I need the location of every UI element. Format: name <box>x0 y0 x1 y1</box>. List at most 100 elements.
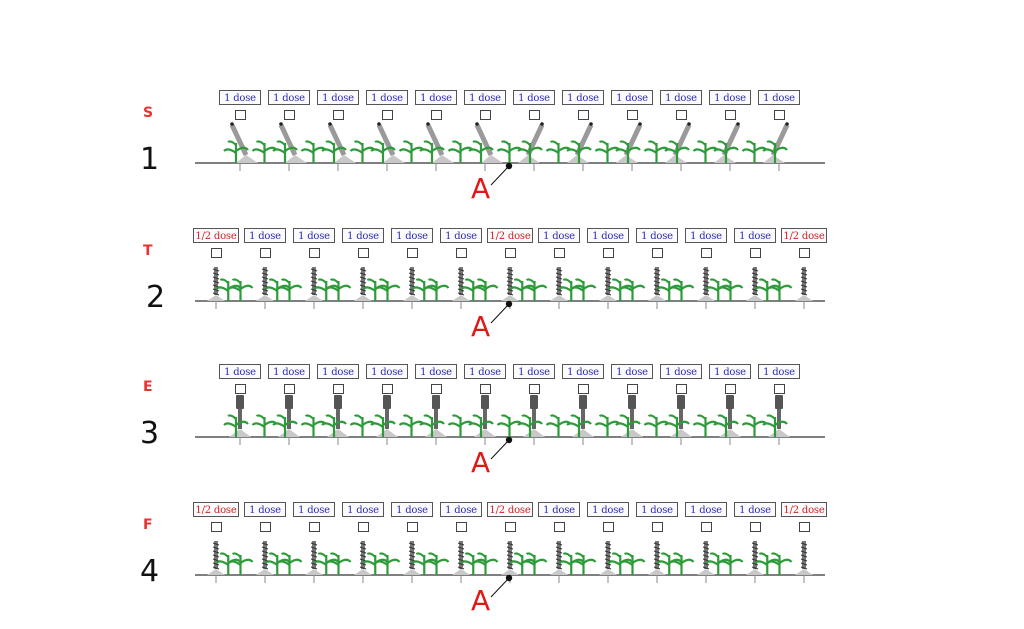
nozzle-box <box>211 248 222 258</box>
dose-label: 1 dose <box>562 364 604 379</box>
nozzle-icon <box>697 267 715 301</box>
nozzle-box <box>603 522 614 532</box>
nozzle-icon <box>648 541 666 575</box>
plant-icon <box>447 414 474 437</box>
plant-icon <box>325 278 352 301</box>
nozzle-box <box>407 522 418 532</box>
dose-label: 1 dose <box>342 228 384 243</box>
dose-label: 1 dose <box>293 502 335 517</box>
nozzle-box <box>799 522 810 532</box>
nozzle-icon <box>719 395 741 437</box>
plant-icon <box>264 278 291 301</box>
dose-label: 1/2 dose <box>781 228 827 243</box>
dose-label: 1 dose <box>268 90 310 105</box>
plant-icon <box>570 552 597 575</box>
nozzle-box <box>627 384 638 394</box>
plant-icon <box>643 140 670 163</box>
nozzle-box <box>333 110 344 120</box>
plant-icon <box>419 414 445 437</box>
dose-label: 1 dose <box>538 228 580 243</box>
nozzle-icon <box>256 267 274 301</box>
plant-icon <box>713 414 739 437</box>
plant-icon <box>570 278 597 301</box>
plant-icon <box>668 552 695 575</box>
row-number: 2 <box>146 280 166 315</box>
plant-icon <box>374 278 401 301</box>
dose-label: 1 dose <box>709 364 751 379</box>
dose-label: 1/2 dose <box>487 228 533 243</box>
marker-label: A <box>471 310 491 343</box>
nozzle-icon <box>229 395 251 437</box>
plant-icon <box>325 552 352 575</box>
nozzle-icon <box>207 541 225 575</box>
nozzle-box <box>701 522 712 532</box>
plant-icon <box>272 414 298 437</box>
nozzle-box <box>774 384 785 394</box>
nozzle-icon <box>746 267 764 301</box>
dose-label: 1 dose <box>636 502 678 517</box>
plant-icon <box>321 414 347 437</box>
nozzle-box <box>676 110 687 120</box>
dose-label: 1 dose <box>366 364 408 379</box>
plant-icon <box>664 414 690 437</box>
dose-label: 1 dose <box>317 90 359 105</box>
nozzle-box <box>554 522 565 532</box>
plant-icon <box>460 552 487 575</box>
dose-label: 1 dose <box>685 502 727 517</box>
plant-icon <box>692 414 719 437</box>
nozzle-box <box>701 248 712 258</box>
plant-icon <box>594 140 621 163</box>
nozzle-icon <box>697 541 715 575</box>
plant-icon <box>313 552 340 575</box>
plant-icon <box>472 552 499 575</box>
plant-icon <box>509 278 536 301</box>
dose-label: 1/2 dose <box>193 502 239 517</box>
nozzle-icon <box>452 267 470 301</box>
plant-icon <box>509 552 536 575</box>
dose-label: 1 dose <box>464 364 506 379</box>
nozzle-box <box>627 110 638 120</box>
nozzle-box <box>284 110 295 120</box>
nozzle-icon <box>256 541 274 575</box>
plant-icon <box>643 414 670 437</box>
plant-icon <box>460 278 487 301</box>
plant-icon <box>607 552 634 575</box>
dose-label: 1/2 dose <box>487 502 533 517</box>
plant-icon <box>766 278 793 301</box>
plant-icon <box>227 552 254 575</box>
marker-label: A <box>471 446 491 479</box>
dose-label: 1 dose <box>366 90 408 105</box>
plant-icon <box>762 414 788 437</box>
nozzle-box <box>652 248 663 258</box>
marker-label: A <box>471 584 491 617</box>
plant-icon <box>411 278 438 301</box>
nozzle-icon <box>354 541 372 575</box>
plant-icon <box>276 278 303 301</box>
nozzle-icon <box>305 267 323 301</box>
row-letter: E <box>143 379 153 395</box>
dose-label: 1 dose <box>513 364 555 379</box>
marker-leader <box>490 577 510 598</box>
plant-icon <box>251 140 278 163</box>
nozzle-box <box>407 248 418 258</box>
nozzle-box <box>211 522 222 532</box>
dose-label: 1 dose <box>317 364 359 379</box>
plant-icon <box>362 552 389 575</box>
nozzle-box <box>431 384 442 394</box>
nozzle-icon <box>376 395 398 437</box>
nozzle-icon <box>501 267 519 301</box>
nozzle-box <box>382 384 393 394</box>
nozzle-box <box>235 384 246 394</box>
nozzle-box <box>750 522 761 532</box>
plant-icon <box>423 278 450 301</box>
dose-label: 1/2 dose <box>193 228 239 243</box>
plant-icon <box>370 414 396 437</box>
plant-icon <box>276 552 303 575</box>
nozzle-icon <box>795 267 813 301</box>
dose-label: 1 dose <box>660 364 702 379</box>
dose-label: 1 dose <box>244 228 286 243</box>
dose-label: 1 dose <box>538 502 580 517</box>
plant-icon <box>447 140 474 163</box>
nozzle-icon <box>376 122 405 163</box>
